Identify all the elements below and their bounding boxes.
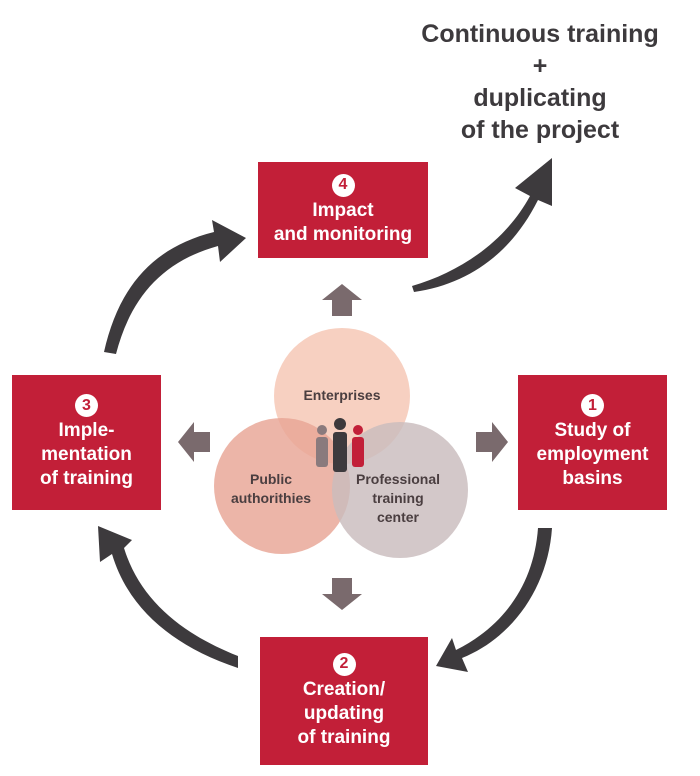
note-line: duplicating (473, 84, 607, 112)
step-label: Impact (312, 199, 374, 221)
continuous-training-note: Continuous training + duplicating of the… (395, 18, 685, 146)
note-line: of the project (460, 116, 620, 144)
step-number-badge: 2 (332, 652, 356, 676)
people-group-icon (316, 418, 364, 472)
small-arrow-right (476, 422, 508, 462)
step-label: updating (303, 702, 385, 724)
stakeholder-text: training (372, 490, 424, 506)
stakeholder-text: Public (249, 471, 292, 487)
step-label: and monitoring (273, 223, 413, 245)
step-label: basins (562, 468, 623, 489)
stakeholder-text: Enterprises (303, 387, 381, 403)
cycle-arrow-2-to-3 (98, 526, 238, 668)
step-impact-monitoring: 4 Impact and monitoring (258, 162, 428, 258)
step-label: Imple- (58, 420, 115, 441)
step-label: of training (297, 726, 391, 748)
stakeholder-label-professional-training-center: Professional training center (342, 470, 454, 527)
stakeholder-label-public-authorities: Public authorithies (216, 470, 326, 508)
note-line: + (532, 52, 548, 80)
step-number-badge: 3 (75, 394, 98, 417)
step-creation-updating-training: 2 Creation/ updating of training (260, 637, 428, 765)
step-label: mentation (41, 444, 132, 465)
step-label: Creation/ (302, 678, 386, 700)
step-label: Study of (554, 420, 631, 441)
stakeholder-text: center (376, 509, 420, 525)
step-number-badge: 1 (581, 394, 604, 417)
small-arrow-left (178, 422, 210, 462)
small-arrow-up (322, 284, 362, 316)
stakeholder-text: Professional (355, 471, 441, 487)
step-number-badge: 4 (331, 173, 355, 197)
small-arrow-down (322, 578, 362, 610)
cycle-arrow-1-to-2 (436, 528, 552, 672)
step-label: of training (40, 468, 133, 489)
cycle-arrow-4-to-outcome (412, 158, 552, 292)
step-implementation-training: 3 Imple- mentation of training (12, 375, 161, 510)
stakeholder-label-enterprises: Enterprises (282, 386, 402, 405)
step-study-employment-basins: 1 Study of employment basins (518, 375, 667, 510)
note-line: Continuous training (421, 20, 659, 48)
stakeholder-text: authorithies (230, 490, 312, 506)
cycle-arrow-3-to-4 (104, 220, 246, 354)
step-label: employment (536, 444, 649, 465)
venn-circle-professional (332, 422, 468, 558)
